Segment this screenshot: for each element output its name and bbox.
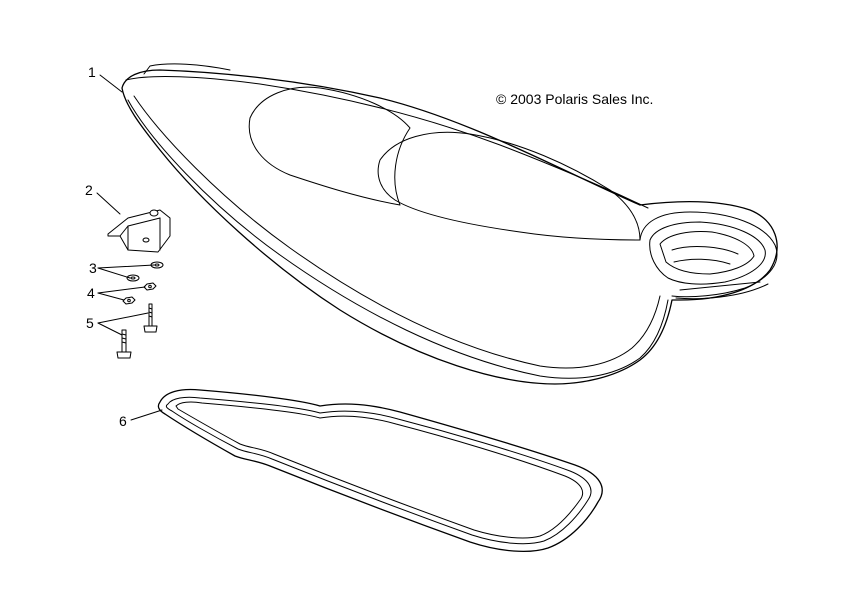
- callout-4: 4: [87, 285, 95, 301]
- bolt-part: [116, 303, 158, 359]
- copyright-text: © 2003 Polaris Sales Inc.: [496, 91, 653, 107]
- callout-2: 2: [85, 182, 93, 198]
- callout-6: 6: [119, 413, 127, 429]
- callout-5: 5: [86, 315, 94, 331]
- washer-part: [126, 261, 164, 282]
- nut-part: [122, 282, 157, 305]
- seat-part: [121, 63, 778, 385]
- bracket-part: [107, 209, 171, 253]
- seal-part: [157, 388, 603, 552]
- callout-leaders: [96, 74, 163, 421]
- callout-3: 3: [89, 260, 97, 276]
- callout-1: 1: [88, 64, 96, 80]
